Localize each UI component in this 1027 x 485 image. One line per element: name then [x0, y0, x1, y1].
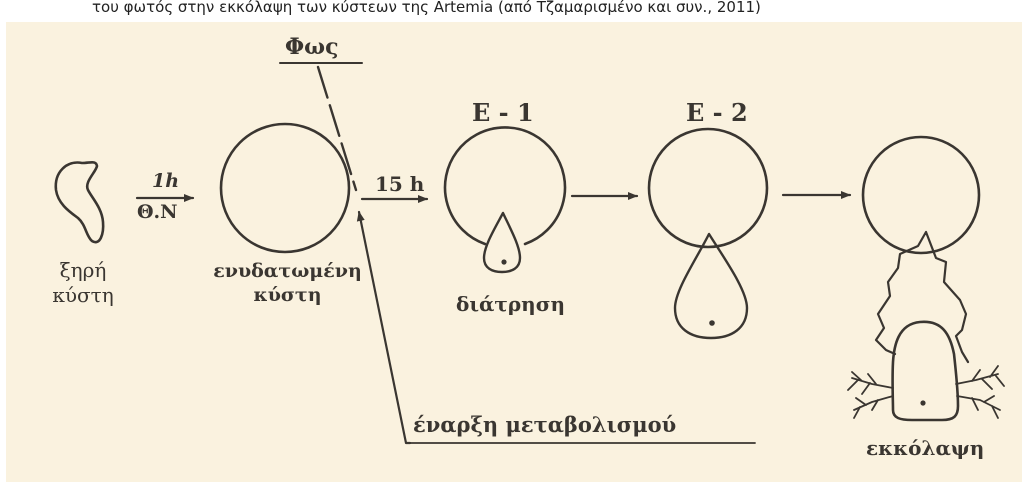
- e1-embryo-dot: [501, 259, 506, 264]
- dry-cyst-label: ξηρή κύστη: [48, 258, 118, 308]
- step2-time-label: 15 h: [375, 174, 424, 194]
- step1-condition-label: Θ.Ν: [137, 203, 178, 222]
- hatching-nauplius-body: [893, 322, 958, 420]
- hatching-right-antennae: [956, 366, 1004, 418]
- hatching-left-antennae: [848, 372, 893, 418]
- hatching-label: εκκόλαψη: [866, 438, 984, 458]
- hatching-shell-circle: [863, 137, 979, 253]
- light-label: Φως: [285, 36, 339, 58]
- hatching-nauplius-dot: [920, 400, 925, 405]
- hydrated-cyst-label-line1: ενυδατωμένη: [200, 259, 375, 283]
- hydrated-cyst-label: ενυδατωμένη κύστη: [200, 259, 375, 307]
- e1-cyst-circle: [445, 127, 565, 244]
- step1-time-label: 1h: [152, 172, 179, 191]
- e2-embryo-dot: [709, 320, 715, 326]
- hydrated-cyst-label-line2: κύστη: [200, 283, 375, 307]
- metabolism-pointer-line: [359, 212, 410, 443]
- dry-cyst-shape: [56, 162, 103, 242]
- dry-cyst-label-line2: κύστη: [48, 283, 118, 308]
- metabolism-label: έναρξη μεταβολισμού: [413, 414, 676, 435]
- e2-cyst-circle: [649, 129, 767, 247]
- stage-e2-label: Ε - 2: [686, 101, 748, 125]
- hatching-membrane: [876, 232, 968, 362]
- hydrated-cyst-circle: [221, 124, 349, 252]
- stage-e1-label: Ε - 1: [472, 101, 534, 125]
- light-line: [318, 67, 356, 190]
- dry-cyst-label-line1: ξηρή: [48, 258, 118, 283]
- breaking-label: διάτρηση: [456, 294, 565, 314]
